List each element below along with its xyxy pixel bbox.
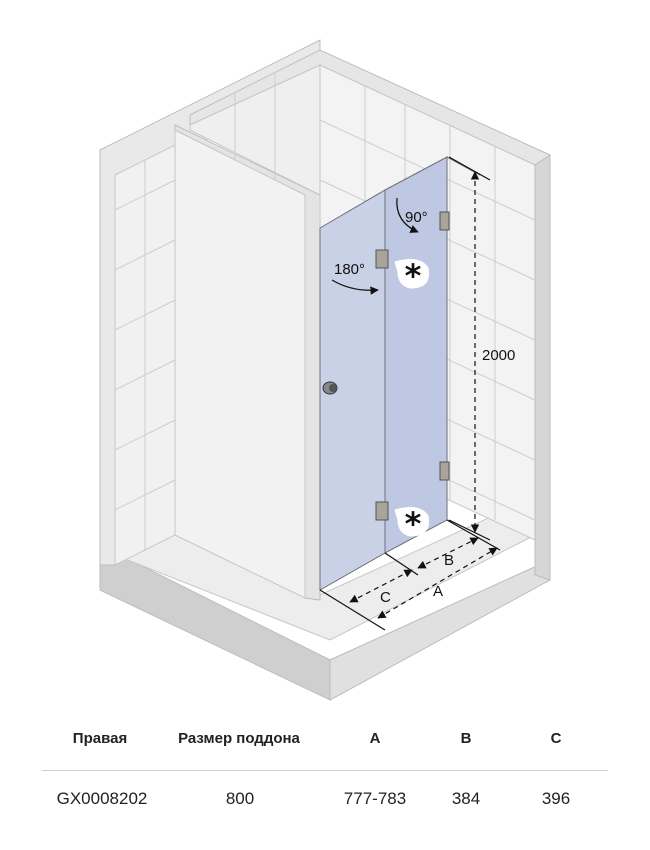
dim-c-label: C — [380, 589, 391, 606]
header-cell-b: B — [460, 730, 472, 747]
svg-text:*: * — [405, 257, 422, 295]
header-cell-c: C — [550, 730, 562, 747]
header-cell-tray-size: Размер поддона — [178, 730, 300, 747]
table-divider — [42, 770, 608, 771]
spec-table: Правая Размер поддона A B C GX0008202 80… — [42, 720, 608, 819]
cell-tray-size: 800 — [225, 789, 255, 808]
angle-arrows — [331, 197, 419, 295]
hinge-icons — [375, 211, 450, 521]
floor-dimensions — [319, 519, 501, 631]
header-cell-a: A — [369, 730, 381, 747]
cell-b: 384 — [451, 789, 481, 808]
angle-fold-label: 90° — [405, 209, 428, 226]
header-cell-side: Правая — [72, 730, 128, 747]
svg-text:*: * — [405, 505, 422, 543]
asterisk-callout-top: * — [394, 257, 430, 295]
door-knob-icon — [322, 381, 338, 395]
cell-c: 396 — [541, 789, 571, 808]
angle-swing-label: 180° — [334, 261, 365, 278]
cell-article: GX0008202 — [56, 789, 148, 808]
dim-a-label: A — [433, 583, 443, 600]
height-dimension — [448, 156, 491, 541]
height-label: 2000 — [482, 347, 515, 364]
table-row: GX0008202 800 777-783 384 396 — [42, 779, 608, 819]
cell-a: 777-783 — [343, 789, 407, 808]
dim-b-label: B — [444, 552, 454, 569]
shower-diagram: * * 90° 180° 2000 C B A — [99, 39, 552, 701]
asterisk-callout-bottom: * — [394, 505, 430, 543]
table-header-row: Правая Размер поддона A B C — [42, 720, 608, 760]
